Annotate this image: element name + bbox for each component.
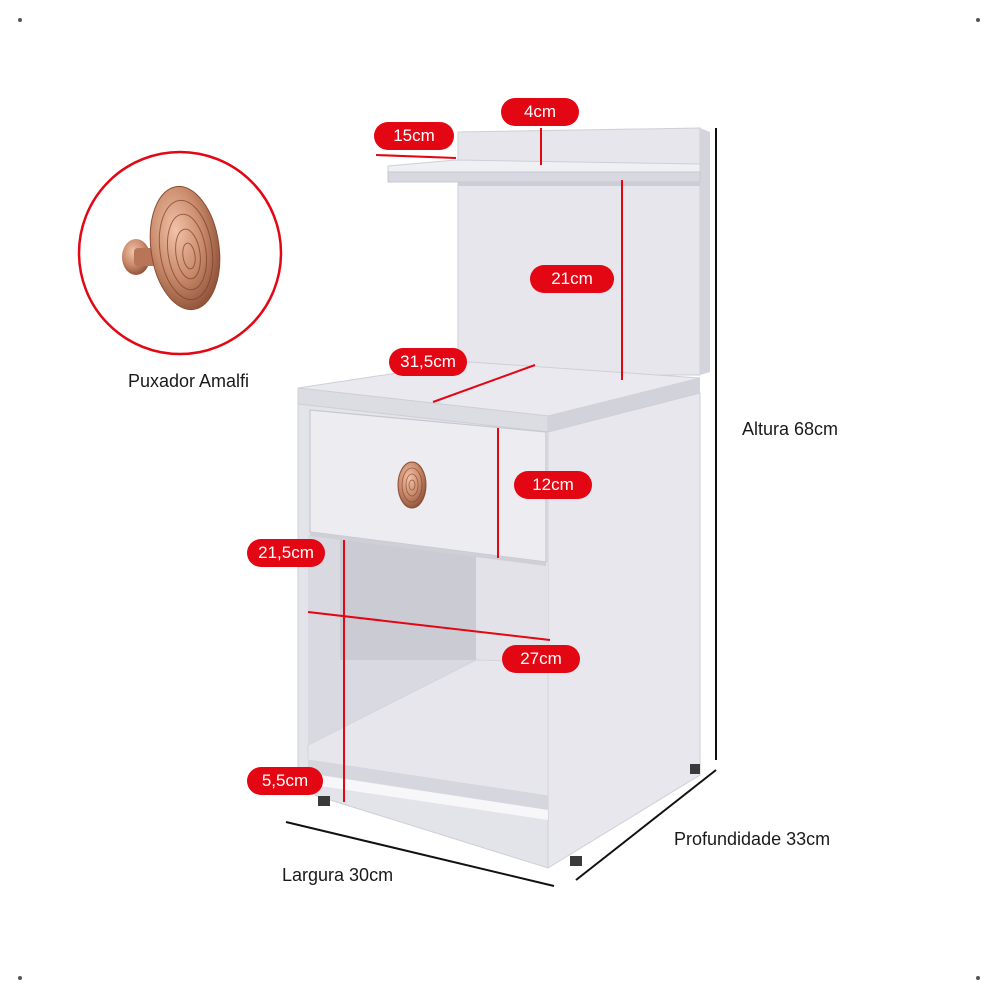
back-panel xyxy=(457,127,710,376)
side-panel-right xyxy=(547,392,701,869)
dimension-niche-height: 21,5cm xyxy=(247,539,325,567)
cabinet-top xyxy=(297,361,701,433)
top-shelf xyxy=(387,159,701,186)
foot xyxy=(570,856,582,866)
dimension-foot-height: 5,5cm xyxy=(247,767,323,795)
drawer[interactable] xyxy=(309,409,547,566)
corner-dot xyxy=(976,18,980,22)
measurement-lines xyxy=(307,128,623,802)
height-label: Altura 68cm xyxy=(742,419,839,439)
corner-dot xyxy=(976,976,980,980)
dimension-drawer-height: 12cm xyxy=(514,471,592,499)
foot xyxy=(318,796,330,806)
dimension-top-depth: 31,5cm xyxy=(389,348,467,376)
drawer-knob-icon xyxy=(397,461,427,509)
foot xyxy=(690,764,700,774)
dimension-shelf-thickness: 4cm xyxy=(501,98,579,126)
dimension-shelf-depth: 15cm xyxy=(374,122,454,150)
depth-label: Profundidade 33cm xyxy=(674,829,831,849)
dimension-shelf-gap: 21cm xyxy=(530,265,614,293)
dimension-inner-width: 27cm xyxy=(502,645,580,673)
corner-dot xyxy=(18,976,22,980)
corner-dot xyxy=(18,18,22,22)
width-label: Largura 30cm xyxy=(282,865,394,885)
handle-detail xyxy=(77,150,283,356)
handle-label: Puxador Amalfi xyxy=(128,371,250,391)
overall-dimension-lines xyxy=(285,128,717,887)
